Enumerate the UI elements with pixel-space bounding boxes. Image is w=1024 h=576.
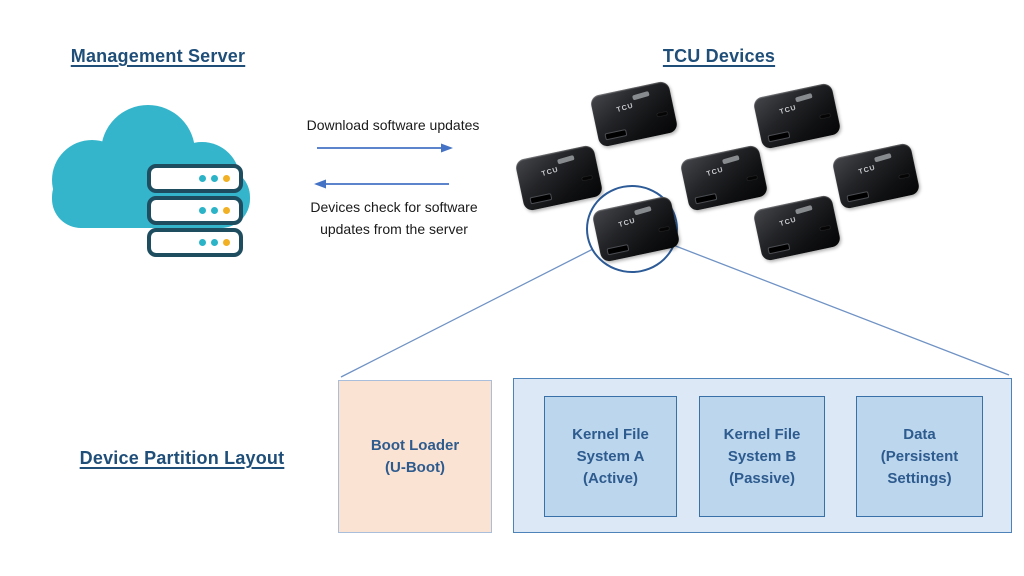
connector-line-left <box>340 248 594 378</box>
devices-check-label-line2: updates from the server <box>320 221 468 237</box>
connector-line-right <box>672 244 1010 376</box>
check-arrow-icon <box>314 179 449 189</box>
kernel-fs-b-box: Kernel File System B (Passive) <box>699 396 825 517</box>
download-arrow-icon <box>317 143 453 153</box>
server-led-icon <box>211 175 218 182</box>
devices-check-label: Devices check for software updates from … <box>283 196 505 240</box>
server-led-icon <box>223 175 230 182</box>
kernel-b-line1: Kernel File <box>723 425 801 443</box>
server-led-icon <box>199 207 206 214</box>
server-led-icon <box>199 239 206 246</box>
boot-loader-label-line1: Boot Loader <box>370 436 460 454</box>
server-led-icon <box>223 239 230 246</box>
kernel-a-line3: (Active) <box>582 469 638 487</box>
data-partition-box: Data (Persistent Settings) <box>856 396 983 517</box>
tcu-devices-title: TCU Devices <box>662 46 776 66</box>
server-row <box>147 196 243 225</box>
kernel-fs-a-box: Kernel File System A (Active) <box>544 396 677 517</box>
partition-container: Kernel File System A (Active) Kernel Fil… <box>513 378 1012 533</box>
boot-loader-label-line2: (U-Boot) <box>385 458 445 476</box>
data-line3: Settings) <box>887 469 952 487</box>
server-row <box>147 164 243 193</box>
device-partition-layout-title: Device Partition Layout <box>79 448 285 468</box>
management-server-title: Management Server <box>70 46 246 66</box>
data-line2: (Persistent <box>880 447 959 465</box>
server-led-icon <box>211 239 218 246</box>
server-led-icon <box>211 207 218 214</box>
kernel-b-line2: System B <box>727 447 797 465</box>
server-row <box>147 228 243 257</box>
server-led-icon <box>199 175 206 182</box>
data-line1: Data <box>903 425 936 443</box>
devices-check-label-line1: Devices check for software <box>310 199 478 215</box>
boot-loader-box: Boot Loader (U-Boot) <box>338 380 492 533</box>
kernel-b-line3: (Passive) <box>729 469 795 487</box>
kernel-a-line1: Kernel File <box>572 425 649 443</box>
server-led-icon <box>223 207 230 214</box>
download-updates-label: Download software updates <box>306 117 480 133</box>
server-stack-icon <box>147 164 243 260</box>
kernel-a-line2: System A <box>576 447 645 465</box>
